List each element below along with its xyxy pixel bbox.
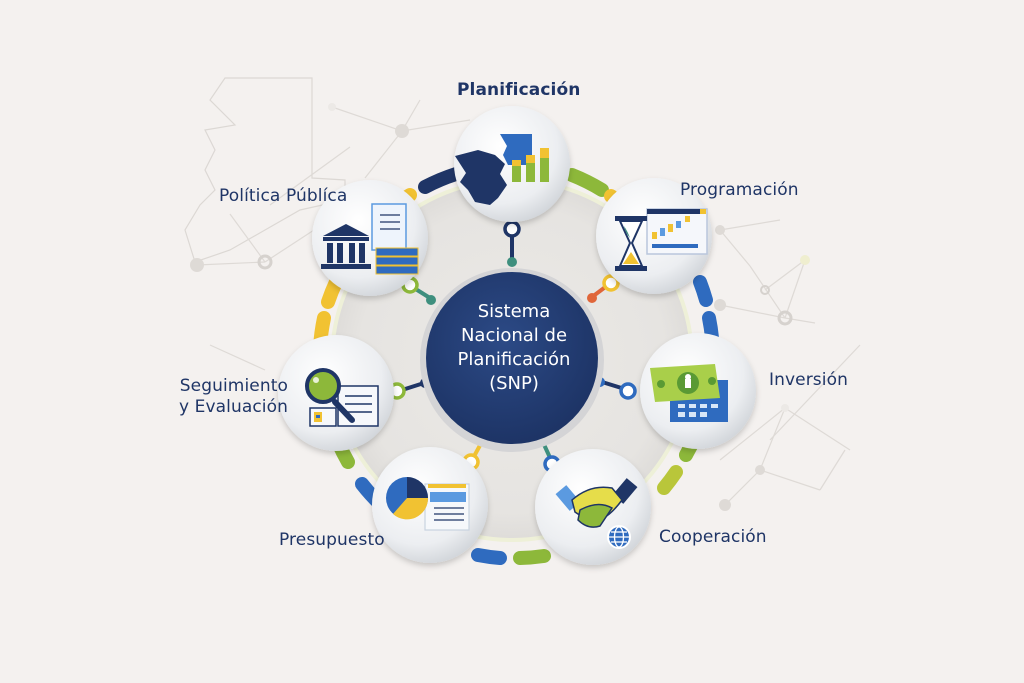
label-seguimiento-line2: y Evaluación — [178, 397, 288, 418]
label-cooperacion: Cooperación — [659, 527, 767, 547]
government-building-icon — [321, 203, 419, 275]
map-outline — [184, 77, 346, 263]
center-title-line3: Planificación — [457, 349, 571, 370]
map-bar-chart-icon — [455, 134, 549, 205]
center-circle — [426, 272, 598, 444]
center-title: Sistema Nacional de Planificación (SNP) — [428, 300, 600, 396]
label-politica-publica: Política Públíca — [219, 186, 348, 206]
center-title-line1: Sistema — [477, 301, 551, 322]
label-programacion: Programación — [680, 180, 799, 200]
magnifier-document-icon — [305, 368, 379, 427]
connectors — [388, 220, 637, 473]
network-nodes — [190, 103, 810, 511]
center-title-line2: Nacional de — [460, 325, 568, 346]
label-seguimiento-line1: Seguimiento — [179, 376, 288, 396]
hourglass-gantt-icon — [615, 208, 708, 271]
label-inversion: Inversión — [769, 370, 848, 390]
center-title-line4: (SNP) — [489, 373, 539, 394]
money-calendar-icon — [650, 364, 728, 422]
label-planificacion: Planificación — [457, 80, 581, 100]
handshake-globe-icon — [555, 478, 638, 549]
label-presupuesto: Presupuesto — [279, 530, 385, 550]
pie-chart-document-icon — [386, 477, 470, 531]
label-seguimiento: Seguimiento y Evaluación — [160, 376, 288, 419]
